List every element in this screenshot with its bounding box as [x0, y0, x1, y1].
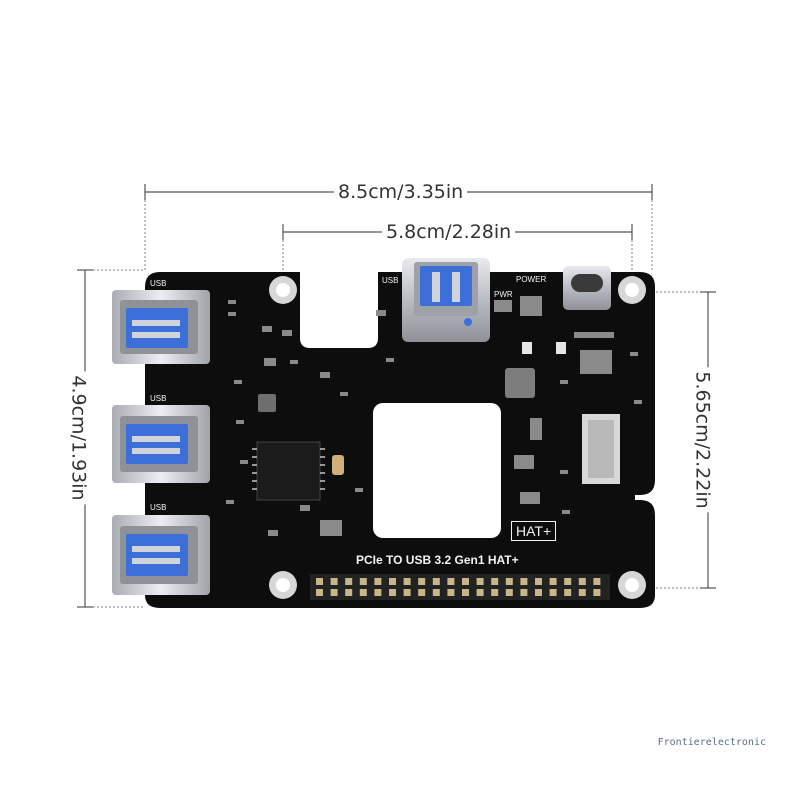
gpio-pin [578, 589, 586, 596]
gpio-pin [330, 589, 338, 596]
gpio-pin [491, 578, 499, 585]
fpc-connector [582, 414, 620, 484]
board-cutout [373, 403, 501, 538]
led-indicators [522, 342, 566, 354]
gpio-pin [403, 578, 411, 585]
gpio-pin [316, 578, 323, 585]
gpio-pin [330, 578, 338, 585]
gpio-pin [462, 578, 469, 585]
usb-port-3 [112, 515, 210, 595]
usb-controller-chip [252, 441, 325, 501]
gpio-pin [476, 578, 484, 585]
power-label: POWER [516, 275, 547, 284]
gpio-pin [578, 578, 586, 585]
gpio-pin [374, 578, 382, 585]
gpio-pin [359, 589, 367, 596]
gpio-pin [476, 589, 484, 596]
hat-logo: HAT+ [511, 521, 557, 541]
gpio-pin [432, 578, 440, 585]
dimension-lines [77, 184, 716, 608]
gpio-pin [374, 589, 382, 596]
gpio-pin [593, 589, 601, 596]
usb-port-top [402, 258, 490, 342]
gpio-pin [535, 578, 542, 585]
gpio-pin [359, 578, 367, 585]
gpio-pin [432, 589, 440, 596]
usb-label-1: USB [150, 279, 167, 288]
dimension-left-height: 4.9cm/1.93in [67, 371, 90, 505]
smd-components [226, 296, 642, 536]
gpio-pin [564, 578, 572, 585]
gpio-pin [389, 578, 396, 585]
usb-port-2 [112, 405, 210, 483]
gpio-pin [520, 578, 528, 585]
gpio-pin [593, 578, 601, 585]
gpio-pin [491, 589, 499, 596]
dimension-inner-width: 5.8cm/2.28in [382, 221, 516, 243]
usb-label-3: USB [150, 503, 167, 512]
gpio-pin [520, 589, 528, 596]
gpio-pin [462, 589, 469, 596]
mounting-holes [269, 276, 646, 599]
gpio-pin [535, 589, 542, 596]
gpio-pin [549, 578, 557, 585]
gpio-pin [345, 589, 353, 596]
gpio-pin [505, 578, 513, 585]
gpio-pin [564, 589, 572, 596]
usb-label-2: USB [150, 394, 167, 403]
board-title: PCIe TO USB 3.2 Gen1 HAT+ [356, 553, 519, 567]
dimension-overall-width: 8.5cm/3.35in [334, 181, 468, 203]
crystal [332, 455, 344, 475]
gpio-pin [505, 589, 513, 596]
inductor [505, 368, 535, 398]
gpio-pin [549, 589, 557, 596]
gpio-pin [447, 578, 455, 585]
gpio-header-base [310, 574, 610, 600]
gpio-pin [418, 589, 426, 596]
usb-c-power-port [563, 266, 611, 310]
gpio-header [310, 574, 610, 600]
gpio-pin [403, 589, 411, 596]
usb-label-top: USB [382, 276, 399, 285]
inductor-small [258, 394, 276, 412]
usb-port-1 [112, 290, 210, 364]
pwr-label: PWR [494, 290, 513, 299]
gpio-pin [418, 578, 426, 585]
gpio-pin [345, 578, 353, 585]
dimension-right-height: 5.65cm/2.22in [691, 367, 714, 513]
gpio-pin [389, 589, 396, 596]
gpio-pin [316, 589, 323, 596]
watermark: Frontierelectronic [657, 737, 766, 748]
gpio-pin [447, 589, 455, 596]
